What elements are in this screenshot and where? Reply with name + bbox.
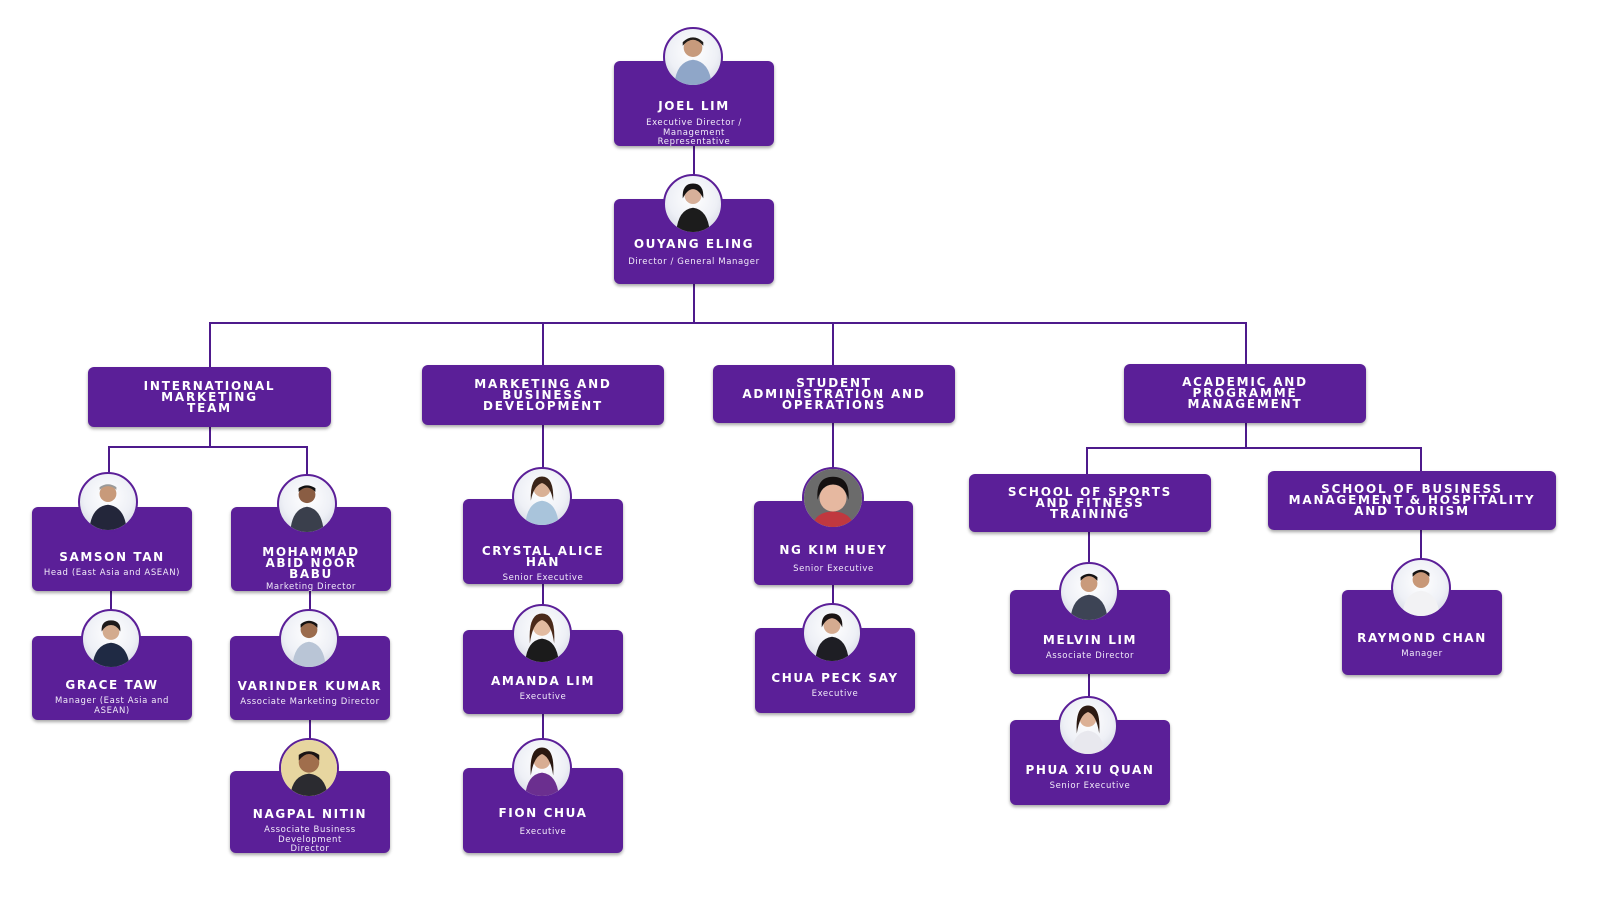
avatar: [663, 27, 723, 87]
avatar: [78, 472, 138, 532]
connector-line: [209, 322, 211, 368]
person-name: SAMSON TAN: [59, 550, 165, 564]
avatar: [512, 738, 572, 798]
person-role: Manager: [1401, 649, 1443, 659]
person-name: PHUA XIU QUAN: [1025, 763, 1155, 777]
connector-line: [110, 591, 112, 611]
connector-line: [108, 446, 110, 476]
person-name: RAYMOND CHAN: [1357, 631, 1487, 645]
school-node[interactable]: SCHOOL OF SPORTS AND FITNESS TRAINING: [969, 474, 1211, 532]
person-name: CHUA PECK SAY: [771, 671, 899, 685]
connector-line: [1086, 447, 1088, 475]
school-node[interactable]: SCHOOL OF BUSINESS MANAGEMENT & HOSPITAL…: [1268, 471, 1556, 530]
connector-line: [542, 714, 544, 740]
connector-line: [309, 719, 311, 741]
person-name: NAGPAL NITIN: [252, 807, 368, 821]
person-role: Senior Executive: [1049, 781, 1131, 791]
connector-line: [1420, 447, 1422, 472]
department-node[interactable]: MARKETING AND BUSINESS DEVELOPMENT: [422, 365, 664, 425]
person-name: NG KIM HUEY: [779, 543, 888, 557]
connector-line: [108, 446, 308, 448]
connector-line: [1086, 447, 1422, 449]
department-name: MARKETING AND BUSINESS DEVELOPMENT: [474, 376, 612, 413]
connector-line: [693, 146, 695, 176]
person-name: JOEL LIM: [658, 99, 730, 113]
org-node[interactable]: NAGPAL NITIN Associate Business Developm…: [230, 771, 390, 854]
avatar: [279, 738, 339, 798]
avatar: [1058, 696, 1118, 756]
person-role: Senior Executive: [793, 564, 874, 574]
person-role: Head (East Asia and ASEAN): [43, 568, 181, 578]
person-name: FION CHUA: [498, 806, 588, 820]
person-role: Associate Marketing Director: [240, 697, 380, 707]
person-role: Marketing Director: [265, 582, 356, 592]
avatar: [277, 474, 337, 534]
avatar: [512, 604, 572, 664]
department-name: STUDENT ADMINISTRATION AND OPERATIONS: [742, 375, 926, 412]
avatar: [279, 609, 339, 669]
avatar: [1391, 558, 1451, 618]
connector-line: [1088, 532, 1090, 562]
avatar: [802, 467, 864, 529]
connector-line: [832, 423, 834, 469]
person-name: MOHAMMAD ABID NOOR BABU: [262, 545, 360, 581]
connector-line: [209, 322, 1247, 324]
person-role: Senior Executive: [502, 573, 584, 583]
org-node[interactable]: GRACE TAW Manager (East Asia and ASEAN): [32, 636, 192, 720]
connector-line: [832, 585, 834, 605]
connector-line: [542, 425, 544, 469]
person-name: MELVIN LIM: [1042, 633, 1138, 647]
avatar: [1059, 562, 1119, 622]
school-name: SCHOOL OF SPORTS AND FITNESS TRAINING: [1007, 484, 1173, 521]
connector-line: [209, 426, 211, 448]
person-role: Manager (East Asia and ASEAN): [54, 696, 170, 716]
connector-line: [309, 591, 311, 611]
person-name: AMANDA LIM: [490, 674, 596, 688]
connector-line: [542, 322, 544, 366]
connector-line: [1420, 530, 1422, 560]
person-role: Executive: [811, 689, 859, 699]
connector-line: [542, 584, 544, 606]
connector-line: [1245, 322, 1247, 366]
connector-line: [1245, 423, 1247, 449]
person-role: Associate Director: [1045, 651, 1135, 661]
connector-line: [1088, 674, 1090, 698]
avatar: [512, 467, 572, 527]
person-name: GRACE TAW: [65, 678, 159, 692]
connector-line: [832, 322, 834, 366]
avatar: [802, 603, 862, 663]
connector-line: [693, 284, 695, 324]
org-node[interactable]: PHUA XIU QUAN Senior Executive: [1010, 720, 1170, 805]
school-name: SCHOOL OF BUSINESS MANAGEMENT & HOSPITAL…: [1288, 482, 1536, 518]
department-name: ACADEMIC AND PROGRAMME MANAGEMENT: [1182, 375, 1308, 411]
department-node[interactable]: INTERNATIONAL MARKETING TEAM: [88, 367, 331, 427]
person-role: Executive Director / Management Represen…: [646, 118, 742, 147]
person-name: OUYANG ELING: [633, 237, 755, 251]
person-role: Executive: [519, 692, 567, 702]
connector-line: [306, 446, 308, 476]
avatar: [81, 609, 141, 669]
person-role: Director / General Manager: [628, 257, 760, 267]
department-name: INTERNATIONAL MARKETING TEAM: [143, 378, 276, 415]
person-name: CRYSTAL ALICE HAN: [481, 544, 605, 569]
department-node[interactable]: STUDENT ADMINISTRATION AND OPERATIONS: [713, 365, 955, 423]
avatar: [663, 174, 723, 234]
person-role: Executive: [519, 827, 567, 837]
person-role: Associate Business Development Director: [264, 825, 356, 854]
department-node[interactable]: ACADEMIC AND PROGRAMME MANAGEMENT: [1124, 364, 1366, 423]
person-name: VARINDER KUMAR: [237, 679, 383, 693]
